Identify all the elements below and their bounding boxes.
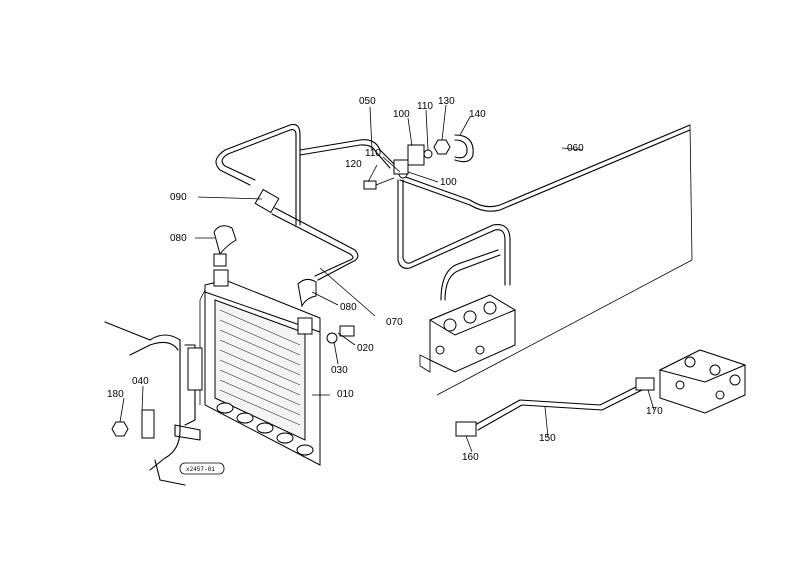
oil-cooler: [199, 269, 321, 466]
label-100-lower: 100: [440, 177, 457, 188]
mounting-frame: [104, 321, 203, 486]
leader-lines: [119, 104, 655, 453]
label-060: 060: [567, 143, 584, 154]
label-010: 010: [337, 389, 354, 400]
label-180: 180: [107, 389, 124, 400]
label-120: 120: [345, 159, 362, 170]
label-100-upper: 100: [393, 109, 410, 120]
label-170: 170: [646, 406, 663, 417]
label-080-upper: 080: [170, 233, 187, 244]
label-030: 030: [331, 365, 348, 376]
label-110-lower: 110: [365, 148, 381, 159]
fittings: [111, 134, 655, 437]
label-080-lower: 080: [340, 302, 357, 313]
label-150: 150: [539, 433, 556, 444]
hydraulic-block: [658, 349, 747, 414]
label-110-upper: 110: [417, 101, 433, 112]
label-130: 130: [438, 96, 455, 107]
label-020: 020: [357, 343, 374, 354]
drawing-stamp: x2457-01: [179, 462, 225, 475]
label-040: 040: [132, 376, 149, 387]
label-140: 140: [469, 109, 486, 120]
oil-pipes: [215, 123, 693, 431]
label-160: 160: [462, 452, 479, 463]
stamp-code: x2457-01: [186, 466, 215, 473]
control-valve: [419, 294, 517, 373]
part-labels: 010 020 030 040 050 060 070 080 080 090 …: [107, 96, 663, 463]
label-070: 070: [386, 317, 403, 328]
label-090: 090: [170, 192, 187, 203]
label-050: 050: [359, 96, 376, 107]
